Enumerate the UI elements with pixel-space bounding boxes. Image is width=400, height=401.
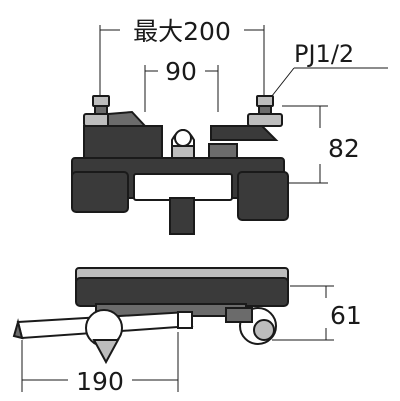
front-height-label: 82: [328, 134, 360, 163]
side-right-knob: [225, 307, 277, 345]
spout-length-label: 190: [76, 367, 124, 396]
max-width-label: 最大200: [133, 17, 231, 46]
max-width-dimension: 最大200: [99, 17, 265, 95]
side-height-label: 61: [330, 301, 362, 330]
center-distance-dimension: 90: [144, 57, 219, 112]
side-left-knob: [85, 309, 123, 365]
center-knob: [171, 129, 195, 159]
side-main-body: [75, 267, 289, 317]
front-view: 最大200 90 PJ1/2 82: [71, 17, 388, 235]
front-height-dimension: 82: [282, 105, 360, 184]
left-inlet-fitting: [83, 95, 163, 161]
side-height-dimension: 61: [272, 285, 362, 341]
center-distance-label: 90: [165, 57, 197, 86]
thread-callout: PJ1/2: [267, 40, 388, 102]
thread-label: PJ1/2: [294, 40, 354, 68]
spout-length-dimension: 190: [21, 332, 179, 396]
right-inlet-fitting: [208, 95, 283, 161]
front-main-body: [71, 157, 289, 235]
side-view: 61 190: [12, 267, 362, 396]
